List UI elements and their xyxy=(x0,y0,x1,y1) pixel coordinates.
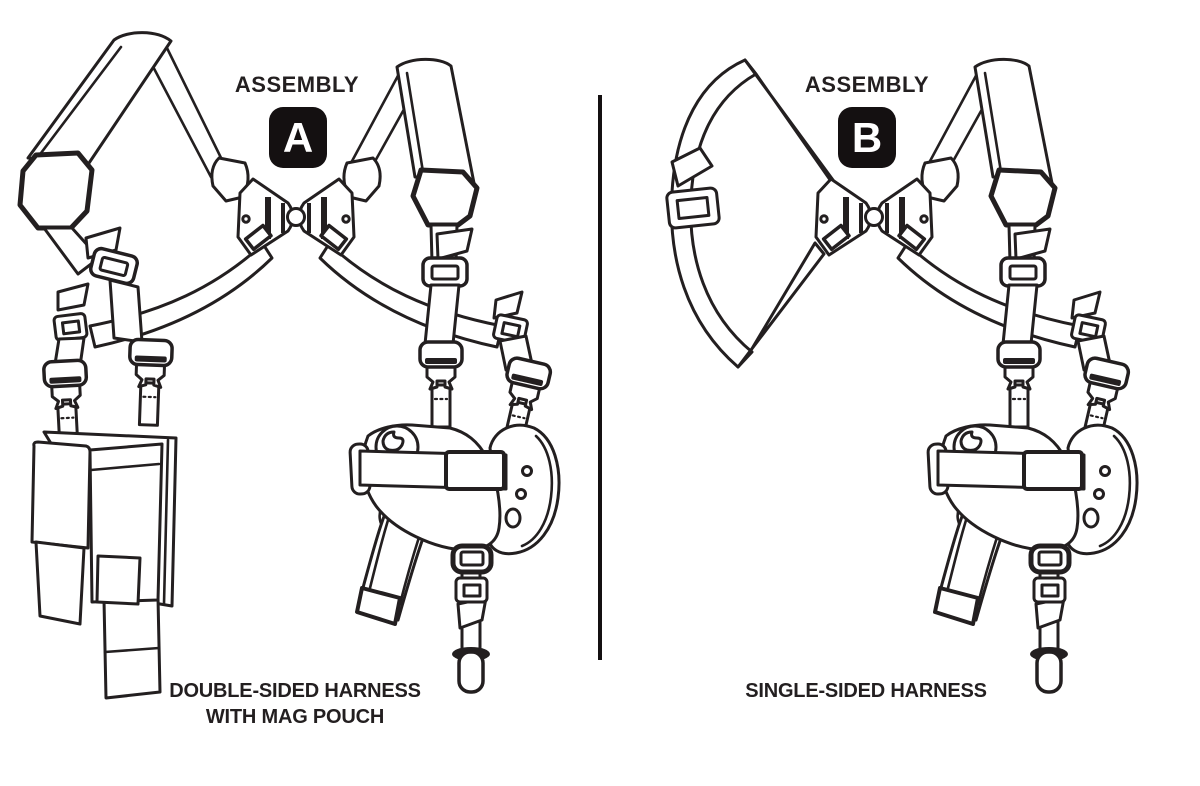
assembly-a-caption: DOUBLE-SIDED HARNESS WITH MAG POUCH xyxy=(125,678,465,730)
panel-divider xyxy=(598,95,602,660)
assembly-a-badge: A xyxy=(269,107,327,168)
mag-pouch-illustration xyxy=(30,430,178,700)
assembly-a-caption-line1: DOUBLE-SIDED HARNESS xyxy=(169,680,421,702)
assembly-b-badge: B xyxy=(838,107,896,168)
assembly-b-caption: SINGLE-SIDED HARNESS xyxy=(696,678,1036,704)
assembly-a-caption-line2: WITH MAG POUCH xyxy=(205,706,385,728)
strap-loop-illustration xyxy=(665,58,842,369)
assembly-b-caption-line1: SINGLE-SIDED HARNESS xyxy=(745,680,987,702)
harness-illustration-a xyxy=(17,31,559,700)
harness-illustration-b xyxy=(665,58,1137,692)
assembly-a-header: ASSEMBLY xyxy=(234,72,360,97)
assembly-b-header: ASSEMBLY xyxy=(804,72,930,97)
